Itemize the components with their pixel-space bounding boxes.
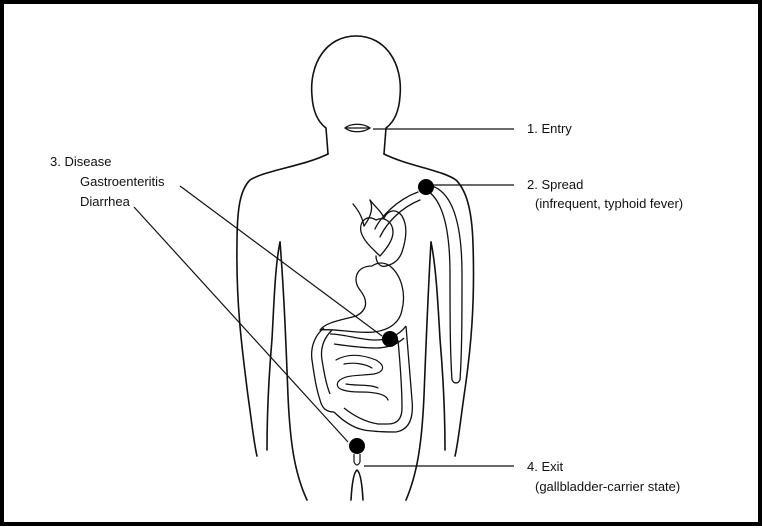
upper-vessels (352, 191, 421, 268)
disease-leader-line-2 (133, 206, 349, 443)
body-outline (236, 35, 475, 501)
leader-lines (133, 128, 514, 467)
exit-marker (349, 438, 365, 454)
gastroenteritis-label: Gastroenteritis (80, 174, 165, 189)
large-intestine-icon (310, 325, 414, 433)
entry-label: 1. Entry (527, 121, 572, 136)
mouth-icon (344, 123, 372, 133)
spread-label: 2. Spread (527, 177, 584, 192)
disease-label: 3. Disease (50, 154, 112, 169)
diarrhea-label: Diarrhea (80, 194, 130, 209)
spread-marker (418, 179, 434, 195)
stomach-icon (319, 262, 405, 334)
small-intestine-icon (335, 354, 389, 401)
disease-marker (382, 331, 398, 347)
disease-leader-line-1 (179, 185, 383, 337)
spread-note: (infrequent, typhoid fever) (535, 196, 684, 211)
exit-label: 4. Exit (527, 459, 564, 474)
heart-icon (360, 217, 394, 257)
anatomy-diagram (133, 35, 514, 501)
markers (349, 179, 434, 454)
exit-note: (gallbladder-carrier state) (535, 479, 681, 494)
rectum-icon (353, 454, 361, 466)
spread-pathway (425, 185, 463, 384)
